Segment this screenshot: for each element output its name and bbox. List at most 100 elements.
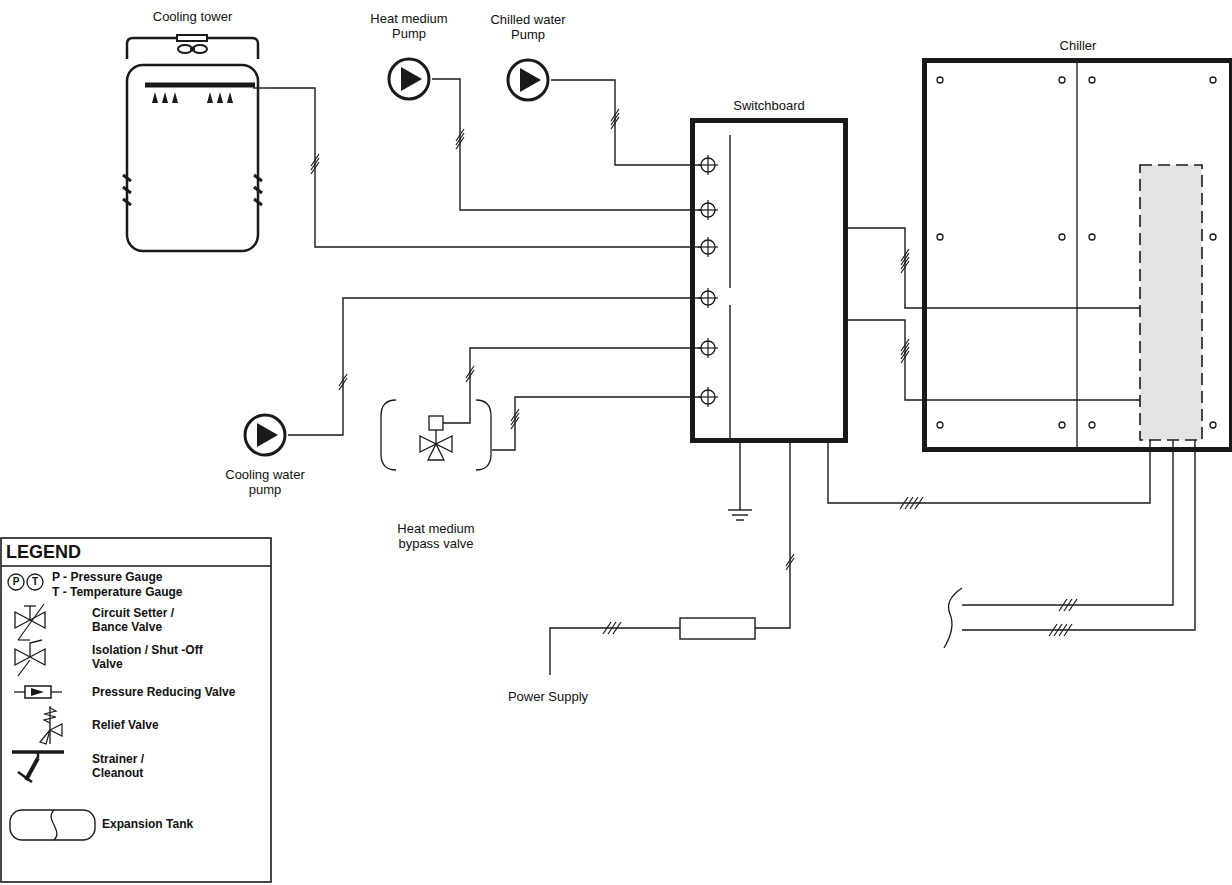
- wire: [962, 440, 1195, 630]
- wire-connector: [848, 228, 922, 308]
- wire: [962, 440, 1173, 605]
- screw: [937, 77, 943, 83]
- relief-valve-symbol: [40, 730, 50, 744]
- node-label-holder: Heat medium bypass valve: [381, 522, 491, 552]
- legend-entry: T - Temperature Gauge: [52, 585, 262, 599]
- strainer-symbol: [18, 772, 32, 782]
- node-label-holder: Chiller: [1008, 39, 1148, 54]
- screw: [1210, 234, 1216, 240]
- valve-stem: [435, 430, 436, 444]
- power-label: Power Supply: [508, 690, 588, 703]
- node-label-holder: Switchboard: [699, 99, 839, 114]
- tower-louver: [123, 199, 131, 205]
- gauge-letter: P: [13, 577, 20, 587]
- wire-connector: [288, 298, 690, 435]
- pump-symbol: Heat medium Pump: [386, 56, 432, 102]
- node-label-holder: Heat medium Pump: [359, 12, 459, 42]
- legend-entry: P - Pressure Gauge: [52, 570, 262, 584]
- pump-arrow: [520, 68, 541, 92]
- screw: [1210, 77, 1216, 83]
- isolation-valve-symbol: [30, 640, 42, 657]
- chiller-box: Chiller: [922, 58, 1232, 452]
- balance-valve-symbol: [18, 604, 44, 640]
- pump-casing: [245, 415, 285, 455]
- valve-body: [428, 444, 444, 460]
- label-holder: P: [13, 577, 20, 587]
- relief-valve-symbol: [50, 724, 62, 736]
- terminal-cross: [707, 338, 708, 358]
- screw: [937, 422, 943, 428]
- legend-entry: Circuit Setter / Bance Valve: [92, 606, 210, 635]
- node-label: Switchboard: [699, 99, 839, 114]
- screw: [1089, 234, 1095, 240]
- relief-valve-symbol: [49, 706, 50, 744]
- screw: [1089, 77, 1095, 83]
- tower-louver: [254, 187, 262, 193]
- node-label: Cooling water pump: [210, 468, 320, 498]
- spray-nozzle: [172, 92, 178, 103]
- prv-symbol: [31, 688, 44, 696]
- temperature-gauge-symbol: [27, 574, 43, 590]
- node-label: Heat medium bypass valve: [381, 522, 491, 552]
- gauge-letter: T: [32, 577, 38, 587]
- wire: [755, 443, 790, 628]
- screw: [1089, 422, 1095, 428]
- pump-arrow: [257, 423, 278, 447]
- legend-text: T - Temperature Gauge: [52, 585, 262, 599]
- prv-symbol: [14, 691, 25, 692]
- break-bracket: [944, 588, 962, 648]
- fuse-box: [680, 618, 755, 639]
- balance-valve-symbol: [24, 605, 36, 606]
- label-holder: LEGEND: [6, 543, 81, 561]
- screw: [1210, 422, 1216, 428]
- wire: [1149, 440, 1150, 447]
- tower-body: [127, 65, 258, 251]
- legend-entry: Isolation / Shut -Off Valve: [92, 643, 210, 672]
- terminal-cross: [707, 237, 708, 257]
- terminal-cross: [707, 155, 708, 175]
- wire: [927, 307, 1140, 308]
- spray-nozzle: [227, 92, 233, 103]
- node-label-holder: Chilled water Pump: [478, 13, 578, 43]
- prv-symbol: [51, 691, 62, 692]
- legend-title: LEGEND: [6, 543, 81, 561]
- screw: [1059, 422, 1065, 428]
- screw: [1059, 77, 1065, 83]
- legend-text: Circuit Setter / Bance Valve: [92, 606, 210, 635]
- spray-nozzle: [162, 92, 168, 103]
- wire-connector: [828, 443, 1150, 503]
- spray-nozzle: [207, 92, 213, 103]
- legend-text: P - Pressure Gauge: [52, 570, 262, 584]
- switchboard-box: Switchboard: [690, 118, 848, 443]
- spray-header: [145, 83, 255, 88]
- legend-text: Pressure Reducing Valve: [92, 685, 267, 699]
- label-holder: Power Supply: [508, 690, 588, 703]
- wire-connector: [470, 348, 690, 398]
- shape-outline: [386, 56, 432, 102]
- pump-casing: [389, 59, 429, 99]
- tower-louver: [254, 175, 262, 181]
- shape-outline: [380, 398, 492, 472]
- tower-fan-blade: [178, 45, 192, 53]
- screw: [937, 234, 943, 240]
- legend-box: [1, 538, 271, 882]
- cooling-tower: Cooling tower: [115, 35, 270, 255]
- wire: [927, 399, 1140, 400]
- strainer-symbol: [26, 758, 38, 780]
- pump-casing: [508, 60, 548, 100]
- wire-connector: [270, 88, 690, 247]
- tower-fan-blade: [193, 45, 207, 53]
- strainer-symbol: [37, 752, 40, 758]
- panel-divider: [729, 305, 730, 438]
- valve-actuator: [429, 416, 443, 430]
- legend-text: Isolation / Shut -Off Valve: [92, 643, 210, 672]
- node-label-holder: Cooling tower: [123, 10, 263, 25]
- pump-symbol: Chilled water Pump: [505, 57, 551, 103]
- pump-symbol: Cooling water pump: [242, 412, 288, 458]
- node-label-holder: Cooling water pump: [210, 468, 320, 498]
- wire-connector: [492, 397, 690, 450]
- node-label: Chilled water Pump: [478, 13, 578, 43]
